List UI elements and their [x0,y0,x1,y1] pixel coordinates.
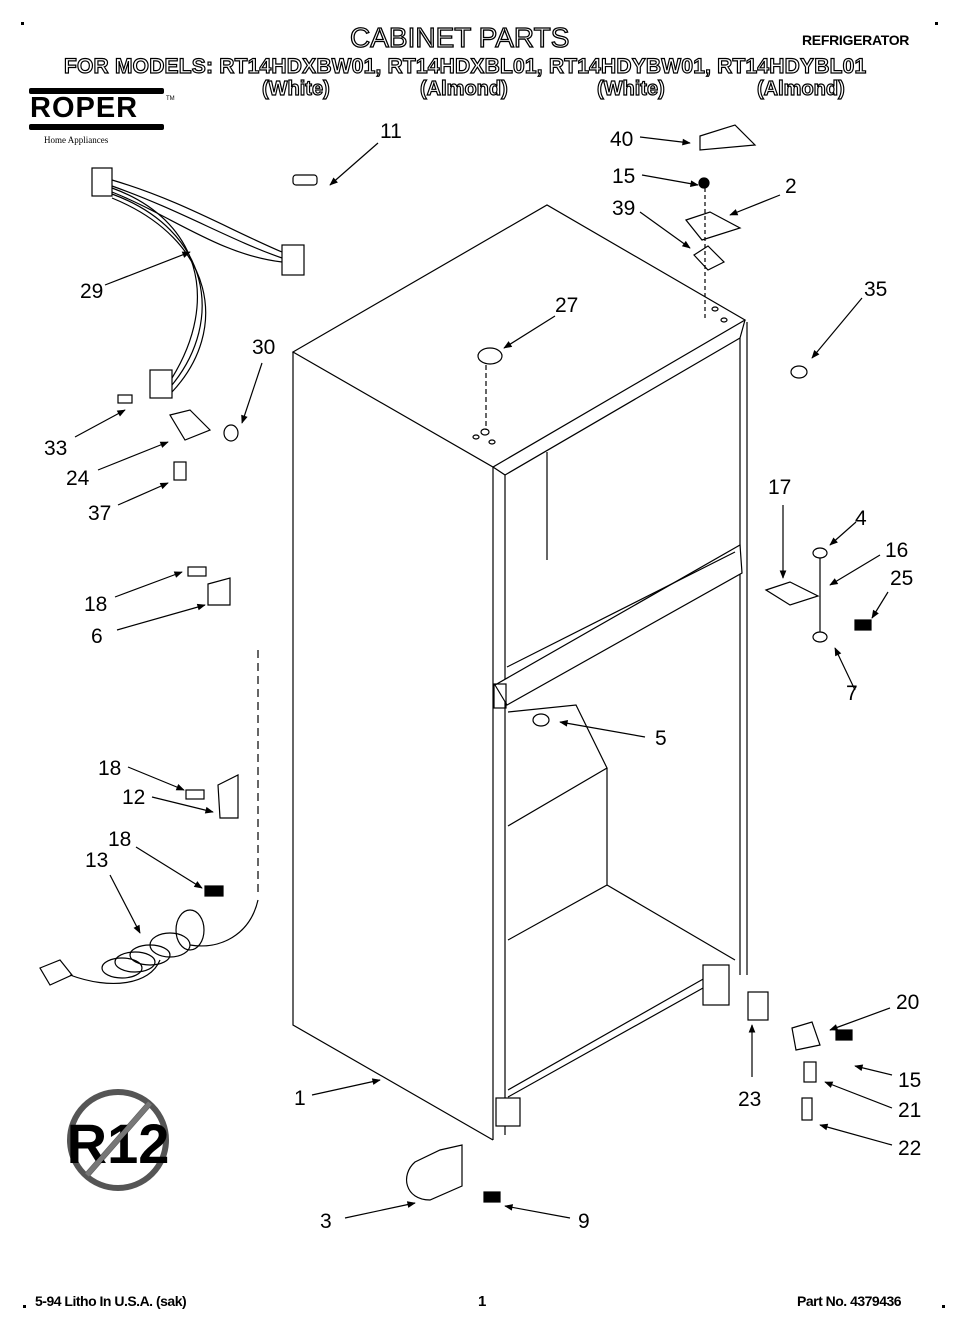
callout: 40 [610,128,633,151]
callout: 15 [612,165,635,188]
trademark-mark: TM [166,96,175,102]
callout: 25 [890,567,913,590]
callout: 12 [122,786,145,809]
model-color-label: (Almond) [419,77,508,100]
callout: 21 [898,1099,921,1122]
callout: 15 [898,1069,921,1092]
callout: 24 [66,467,90,490]
r12-slash [85,1101,152,1177]
callout: 27 [555,294,578,317]
registration-mark [942,1305,945,1308]
bottom-hinge-bracket [495,964,769,1127]
callout: 39 [612,197,635,220]
callout: 20 [896,991,919,1014]
model-color-label: (White) [261,77,330,100]
callout: 18 [98,757,121,780]
callout: 23 [738,1088,761,1111]
cabinet-shell [291,204,748,1141]
callout: 1 [294,1087,306,1110]
callout: 33 [44,437,67,460]
callout: 30 [252,336,275,359]
print-info: 5-94 Litho In U.S.A. (sak) [35,1293,187,1309]
model-color-label: (White) [596,77,665,100]
wire-harness [91,167,305,399]
page-number: 1 [478,1293,487,1310]
callout: 22 [898,1137,921,1160]
callout: 37 [88,502,111,525]
models-line: FOR MODELS: RT14HDXBW01, RT14HDXBL01, RT… [63,54,867,78]
leader-arrows [74,136,893,1219]
registration-mark [935,22,938,25]
r12-text: R12 [67,1112,170,1175]
appliance-category: REFRIGERATOR [802,32,910,48]
page-title: CABINET PARTS [349,21,570,53]
power-cord [39,899,259,986]
model-color-label: (Almond) [756,77,845,100]
registration-mark [23,1305,26,1308]
callout: 5 [655,727,667,750]
callout: 6 [91,625,103,648]
registration-mark [21,22,24,25]
callout: 18 [84,593,107,616]
callout-labels: 1 2 3 4 5 6 7 9 11 12 13 15 15 16 17 18 … [44,120,921,1233]
small-parts [117,124,872,1203]
callout: 11 [380,120,402,143]
callout: 16 [885,539,908,562]
callout: 17 [768,476,791,499]
logo-bar [29,124,164,130]
callout: 4 [855,507,867,530]
callout: 13 [85,849,108,872]
logo-wordmark: ROPER [30,92,139,124]
callout: 29 [80,280,103,303]
roper-logo: ROPER TM Home Appliances [29,88,175,148]
callout: 35 [864,278,887,301]
callout: 9 [578,1210,590,1233]
callout: 18 [108,828,131,851]
part-number: Part No. 4379436 [797,1293,902,1309]
logo-tagline: Home Appliances [44,135,109,145]
callout: 2 [785,175,797,198]
mullion-bar [493,544,743,709]
logo-bar [29,88,164,94]
callout: 7 [846,682,858,705]
callout: 3 [320,1210,332,1233]
